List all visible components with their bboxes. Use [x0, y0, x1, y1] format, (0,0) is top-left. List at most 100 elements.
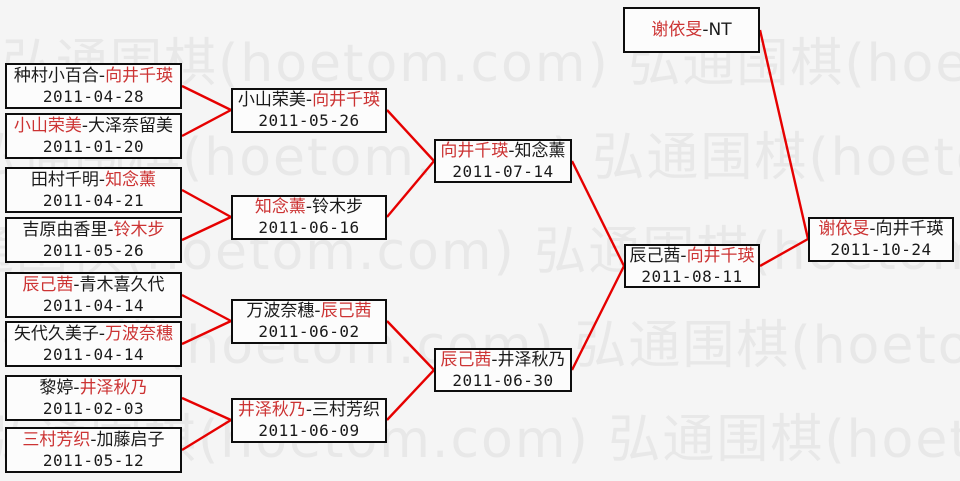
match-box-r1-6: 矢代久美子-万波奈穗 2011-04-14: [5, 321, 182, 367]
player-name: -加藤启子: [90, 429, 165, 450]
match-date: 2011-06-02: [258, 322, 360, 341]
winner-name: 铃木步: [113, 219, 165, 240]
titleholder-box: 谢依旻-NT: [623, 7, 760, 53]
player-name: -铃木步: [305, 197, 364, 217]
match-box-r1-8: 三村芳织-加藤启子 2011-05-12: [5, 427, 182, 473]
winner-name: 知念薰: [105, 169, 157, 190]
player-name: 种村小百合-: [13, 65, 106, 86]
winner-name: 三村芳织: [22, 429, 91, 450]
winner-name: 辰己茜: [22, 274, 74, 295]
connector-line: [386, 160, 435, 218]
connector-line: [181, 215, 232, 242]
player-name: -井泽秋乃: [491, 349, 566, 370]
winner-name: 向井千瑛: [312, 90, 381, 110]
player-name: 小山荣美-: [237, 90, 313, 110]
match-players: 种村小百合-向井千瑛: [14, 66, 173, 87]
match-date: 2011-04-28: [42, 86, 145, 106]
match-date: 2011-04-14: [42, 344, 145, 364]
match-players: 万波奈穗-辰己茜: [246, 301, 371, 322]
match-players: 谢依旻-NT: [651, 20, 731, 41]
match-date: 2011-04-21: [42, 190, 145, 210]
winner-name: 向井千瑛: [686, 245, 755, 266]
winner-name: 井泽秋乃: [79, 377, 148, 398]
match-players: 辰己茜-青木喜久代: [22, 275, 164, 296]
connector-line: [181, 84, 232, 112]
match-box-r2-2: 知念薰-铃木步 2011-06-16: [231, 195, 387, 240]
match-players: 向井千瑛-知念薰: [440, 141, 565, 162]
match-players: 矢代久美子-万波奈穗: [14, 324, 173, 345]
match-players: 辰己茜-井泽秋乃: [440, 350, 565, 371]
match-box-r1-1: 种村小百合-向井千瑛 2011-04-28: [5, 63, 182, 109]
match-players: 小山荣美-向井千瑛: [238, 90, 380, 111]
match-box-r3-1: 向井千瑛-知念薰 2011-07-14: [434, 139, 572, 183]
connector-line: [181, 108, 232, 138]
connector-line: [181, 396, 232, 422]
match-players: 小山荣美-大泽奈留美: [14, 116, 173, 137]
match-players: 吉原由香里-铃木步: [22, 220, 164, 241]
player-name: 黎婷-: [39, 377, 80, 398]
player-name: -NT: [702, 19, 732, 40]
match-date: 2011-08-11: [641, 266, 743, 286]
connector-line: [386, 109, 435, 162]
match-box-r2-3: 万波奈穗-辰己茜 2011-06-02: [231, 299, 387, 344]
winner-name: 向井千瑛: [440, 140, 509, 161]
winner-name: 谢依旻: [818, 219, 870, 239]
connector-line: [181, 418, 232, 452]
winner-name: 井泽秋乃: [237, 400, 306, 420]
connector-line: [759, 237, 809, 268]
connector-line: [386, 320, 435, 371]
winner-name: 知念薰: [254, 197, 306, 217]
match-date: 2011-01-20: [42, 136, 145, 156]
connector-line: [181, 319, 232, 346]
match-players: 黎婷-井泽秋乃: [39, 378, 147, 399]
match-date: 2011-02-03: [42, 398, 145, 418]
match-box-r1-3: 田村千明-知念薰 2011-04-21: [5, 167, 182, 213]
match-box-r4-1: 辰己茜-向井千瑛 2011-08-11: [624, 244, 760, 288]
match-date: 2011-05-26: [258, 111, 360, 130]
player-name: 田村千明-: [30, 169, 106, 190]
player-name: -三村芳织: [305, 400, 381, 420]
match-players: 谢依旻-向井千瑛: [818, 219, 943, 240]
match-players: 辰己茜-向井千瑛: [629, 246, 754, 267]
connector-line: [386, 369, 435, 421]
player-name: -知念薰: [508, 140, 566, 161]
player-name: 矢代久美子-: [13, 323, 106, 344]
player-name: 万波奈穗-: [246, 301, 321, 321]
match-box-r1-4: 吉原由香里-铃木步 2011-05-26: [5, 217, 182, 263]
match-date: 2011-07-14: [452, 161, 554, 181]
match-players: 知念薰-铃木步: [255, 197, 363, 218]
winner-name: 辰己茜: [320, 301, 372, 321]
match-date: 2011-04-14: [42, 295, 145, 315]
final-match-box: 谢依旻-向井千瑛 2011-10-24: [808, 217, 954, 262]
winner-name: 小山荣美: [13, 115, 82, 136]
match-date: 2011-06-16: [258, 218, 360, 237]
match-players: 三村芳织-加藤启子: [22, 430, 164, 451]
match-box-r1-5: 辰己茜-青木喜久代 2011-04-14: [5, 272, 182, 318]
match-box-r3-2: 辰己茜-井泽秋乃 2011-06-30: [434, 348, 572, 392]
winner-name: 万波奈穗: [105, 323, 174, 344]
match-date: 2011-06-09: [258, 421, 360, 440]
match-date: 2011-05-12: [42, 450, 145, 470]
connector-line: [570, 265, 626, 371]
match-box-r1-7: 黎婷-井泽秋乃 2011-02-03: [5, 375, 182, 421]
match-date: 2011-06-30: [452, 370, 554, 390]
match-date: 2011-05-26: [42, 240, 145, 260]
winner-name: 谢依旻: [651, 19, 703, 40]
match-box-r1-2: 小山荣美-大泽奈留美 2011-01-20: [5, 113, 182, 159]
connector-line: [758, 29, 810, 240]
match-players: 井泽秋乃-三村芳织: [238, 400, 380, 421]
match-date: 2011-10-24: [830, 240, 932, 259]
match-box-r2-4: 井泽秋乃-三村芳织 2011-06-09: [231, 398, 387, 443]
player-name: 辰己茜-: [629, 245, 687, 266]
match-box-r2-1: 小山荣美-向井千瑛 2011-05-26: [231, 88, 387, 133]
player-name: -青木喜久代: [73, 274, 165, 295]
connector-line: [181, 188, 232, 219]
winner-name: 向井千瑛: [105, 65, 174, 86]
player-name: -向井千瑛: [869, 219, 944, 239]
connector-line: [181, 293, 232, 323]
player-name: -大泽奈留美: [81, 115, 174, 136]
connector-line: [570, 160, 626, 267]
player-name: 吉原由香里-: [22, 219, 114, 240]
